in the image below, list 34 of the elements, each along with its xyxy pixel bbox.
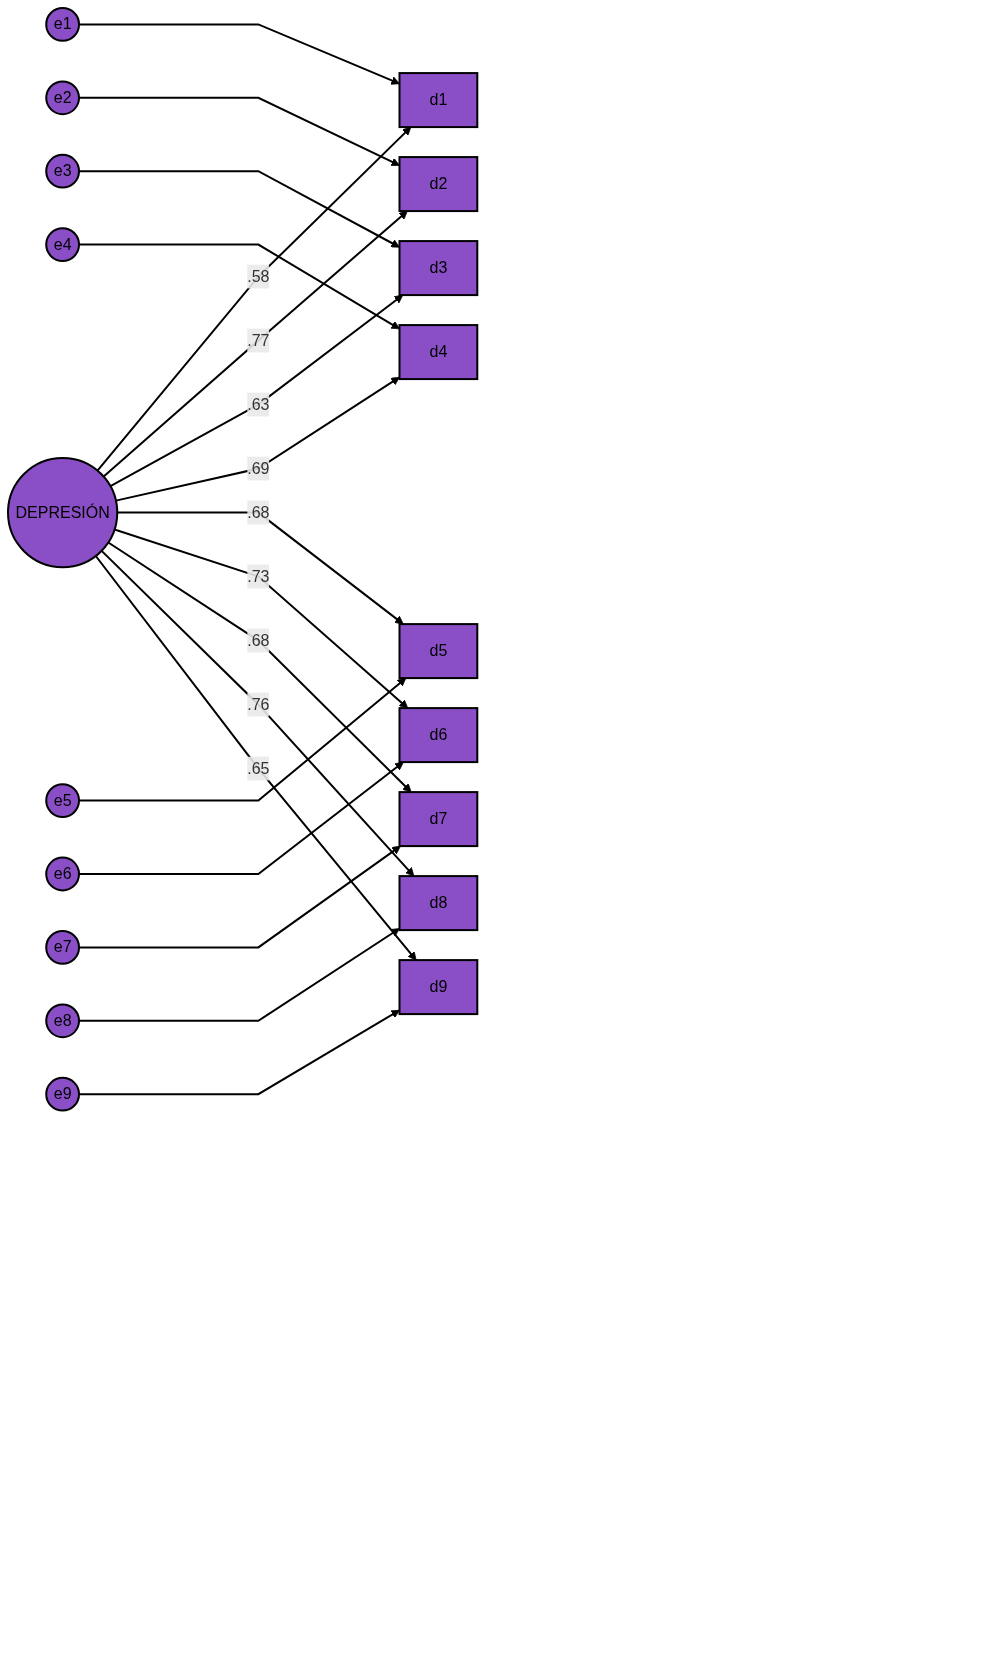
edge-label: .65 [247, 759, 270, 777]
node-box: d5 [398, 623, 479, 680]
node-box: d6 [398, 707, 479, 764]
node-circle: DEPRESIÓN [7, 456, 119, 569]
node-box: d2 [398, 156, 479, 213]
edge-label: .76 [247, 695, 270, 713]
node-circle: e3 [45, 153, 80, 189]
edge-label: .68 [247, 503, 270, 521]
edge-label: .63 [247, 395, 270, 413]
node-box: d1 [398, 72, 479, 129]
node-box: d9 [398, 959, 479, 1016]
node-box: d7 [398, 791, 479, 848]
node-circle: e7 [45, 930, 80, 965]
edge-label: .68 [247, 631, 270, 649]
node-circle: e8 [45, 1003, 80, 1039]
edge-label: .73 [247, 567, 270, 585]
arrow [94, 555, 417, 961]
arrow [100, 549, 415, 877]
node-circle: e1 [45, 7, 80, 42]
node-circle: e6 [45, 856, 80, 892]
arrow [102, 210, 408, 478]
arrow [109, 294, 404, 488]
edge-label: .58 [247, 267, 270, 285]
arrow [107, 541, 412, 793]
edge-label: .77 [247, 331, 270, 349]
node-circle: e5 [45, 783, 80, 818]
node-circle: e4 [45, 227, 80, 262]
node-box: d3 [398, 240, 479, 297]
node-box: d4 [398, 324, 479, 381]
edge-label: .69 [247, 459, 270, 477]
arrow [96, 126, 412, 472]
node-box: d8 [398, 875, 479, 932]
node-circle: e2 [45, 80, 80, 116]
node-circle: e9 [45, 1076, 80, 1112]
